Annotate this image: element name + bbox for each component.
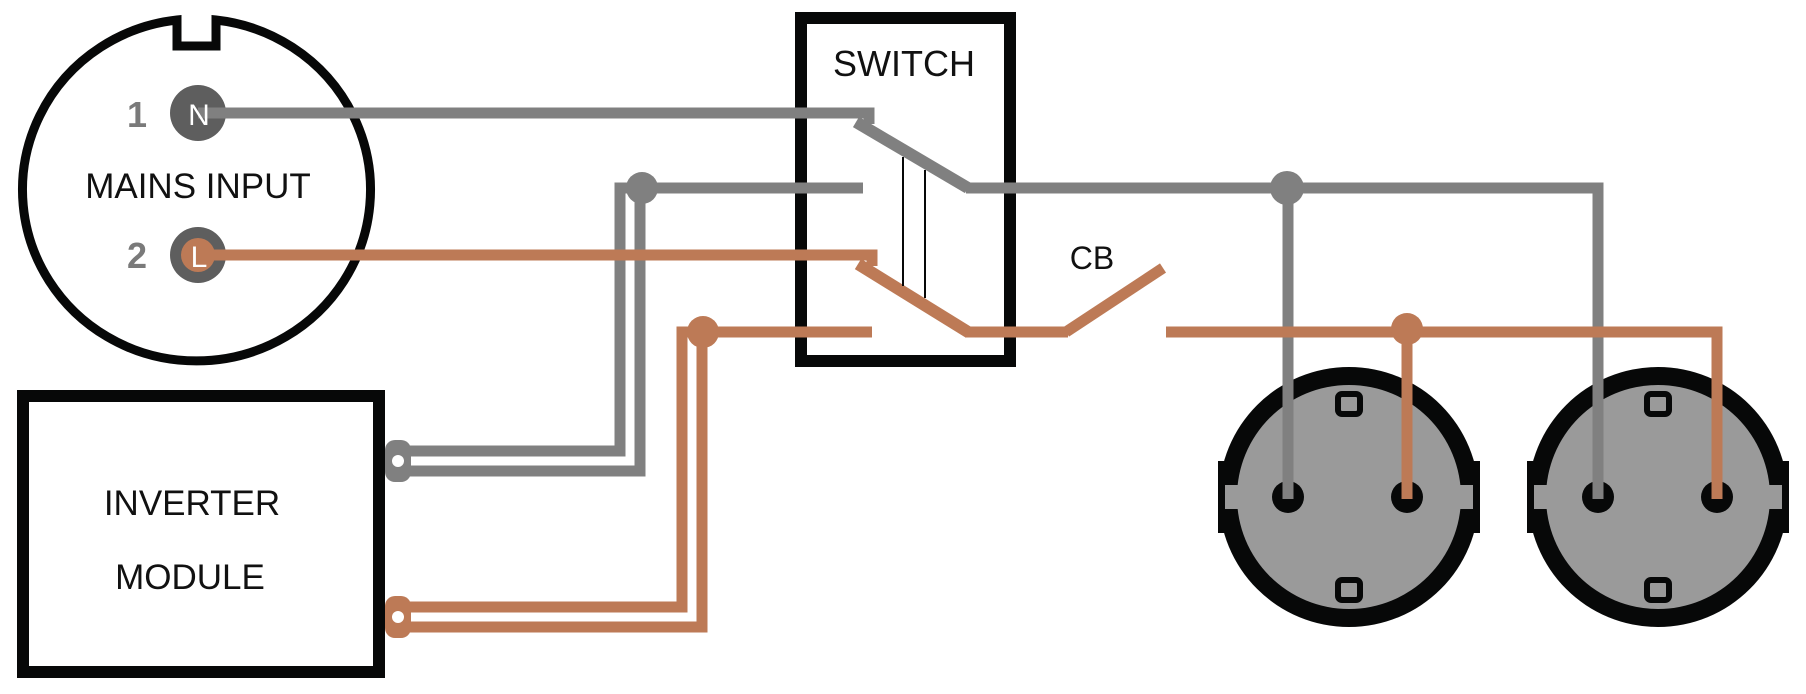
pin-2-number: 2 [127,235,147,276]
socket-top-notch [1335,391,1363,417]
inverter-neutral-return [398,188,646,477]
neutral-junction-dot [626,172,658,204]
switch-mechanical-link [902,157,926,298]
mains-neutral-wire [198,107,875,124]
socket-body [1527,367,1789,627]
cb-label: CB [1070,240,1114,276]
socket-bottom-notch [1644,577,1672,603]
cb-blade [1062,263,1167,337]
outlet-socket-2 [1527,357,1789,627]
live-pin-letter: L [191,241,208,274]
switch-label: SWITCH [833,43,975,84]
outlet-live-junction-dot [1391,313,1423,345]
mains-live-wire [198,249,878,266]
switch-blade-neutral [852,116,972,194]
inverter-live-contact [398,326,872,613]
socket-bottom-notch [1335,577,1363,603]
live-junction-dot [687,316,719,348]
inverter-module: INVERTER MODULE [17,390,385,678]
neutral-pin-letter: N [188,99,210,132]
mains-input-label: MAINS INPUT [85,167,311,206]
mains-input-connector: MAINS INPUT 1 2 [18,14,375,366]
socket-top-notch [1644,391,1672,417]
inverter-label-line1: INVERTER [104,484,280,523]
inverter-live-terminal-hole [392,611,404,623]
inverter-neutral-contact [398,182,863,457]
outlet-neutral-junction-dot [1270,171,1304,205]
inverter-live-return [398,332,708,633]
switch-blade-live [854,258,972,338]
inverter-neutral-terminal-hole [392,455,404,467]
live-pin-core [181,238,215,272]
pin-1-number: 1 [127,94,147,135]
outlet-socket-1 [1218,357,1480,627]
inverter-box [17,390,385,678]
mains-input-outline [18,14,375,366]
inverter-label-line2: MODULE [115,558,265,597]
socket-body [1218,367,1480,627]
